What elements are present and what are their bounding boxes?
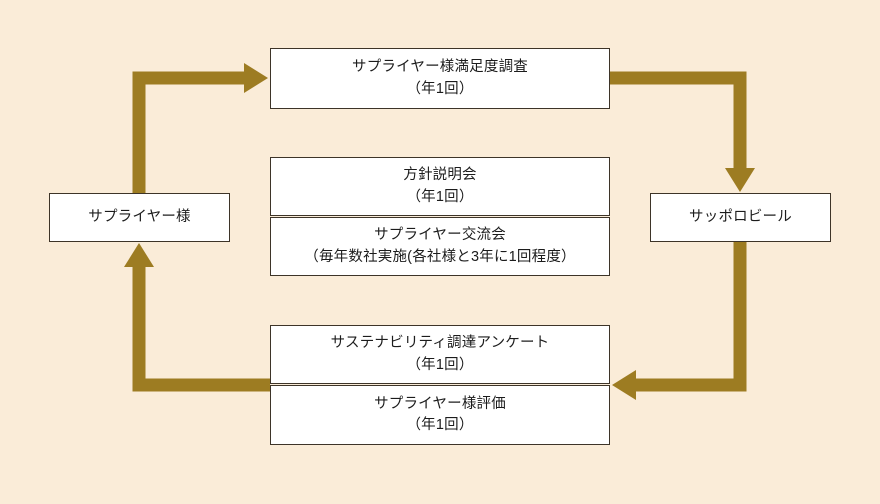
node-supplier-exchange-title: サプライヤー交流会	[374, 227, 506, 244]
arrow-supplier-to-satisfaction-survey	[132, 63, 268, 193]
arrow-sapporo-to-supplier-evaluation	[612, 242, 747, 400]
node-satisfaction-survey-title: サプライヤー様満足度調査	[352, 59, 528, 76]
node-sustainability-survey-title: サステナビリティ調達アンケート	[330, 335, 550, 352]
node-sustainability-survey: サステナビリティ調達アンケート （年1回）	[270, 325, 610, 384]
node-policy-briefing-title: 方針説明会	[403, 167, 477, 184]
node-supplier-evaluation-title: サプライヤー様評価	[374, 395, 506, 412]
node-supplier-exchange-frequency: （毎年数社実施(各社様と3年に1回程度）	[304, 248, 576, 265]
node-supplier: サプライヤー様	[49, 193, 230, 242]
node-satisfaction-survey: サプライヤー様満足度調査 （年1回）	[270, 48, 610, 109]
arrow-supplier-evaluation-to-supplier	[124, 243, 270, 392]
node-sapporo: サッポロビール	[650, 193, 831, 242]
arrow-satisfaction-survey-to-sapporo	[610, 71, 755, 192]
node-sustainability-survey-frequency: （年1回）	[406, 356, 474, 373]
node-supplier-label: サプライヤー様	[88, 208, 191, 225]
node-sapporo-label: サッポロビール	[689, 208, 792, 225]
node-policy-briefing-frequency: （年1回）	[406, 188, 474, 205]
node-policy-briefing: 方針説明会 （年1回）	[270, 157, 610, 216]
node-satisfaction-survey-frequency: （年1回）	[406, 80, 474, 97]
node-supplier-exchange: サプライヤー交流会 （毎年数社実施(各社様と3年に1回程度）	[270, 217, 610, 276]
node-supplier-evaluation-frequency: （年1回）	[406, 417, 474, 433]
node-supplier-evaluation: サプライヤー様評価 （年1回）	[270, 385, 610, 445]
